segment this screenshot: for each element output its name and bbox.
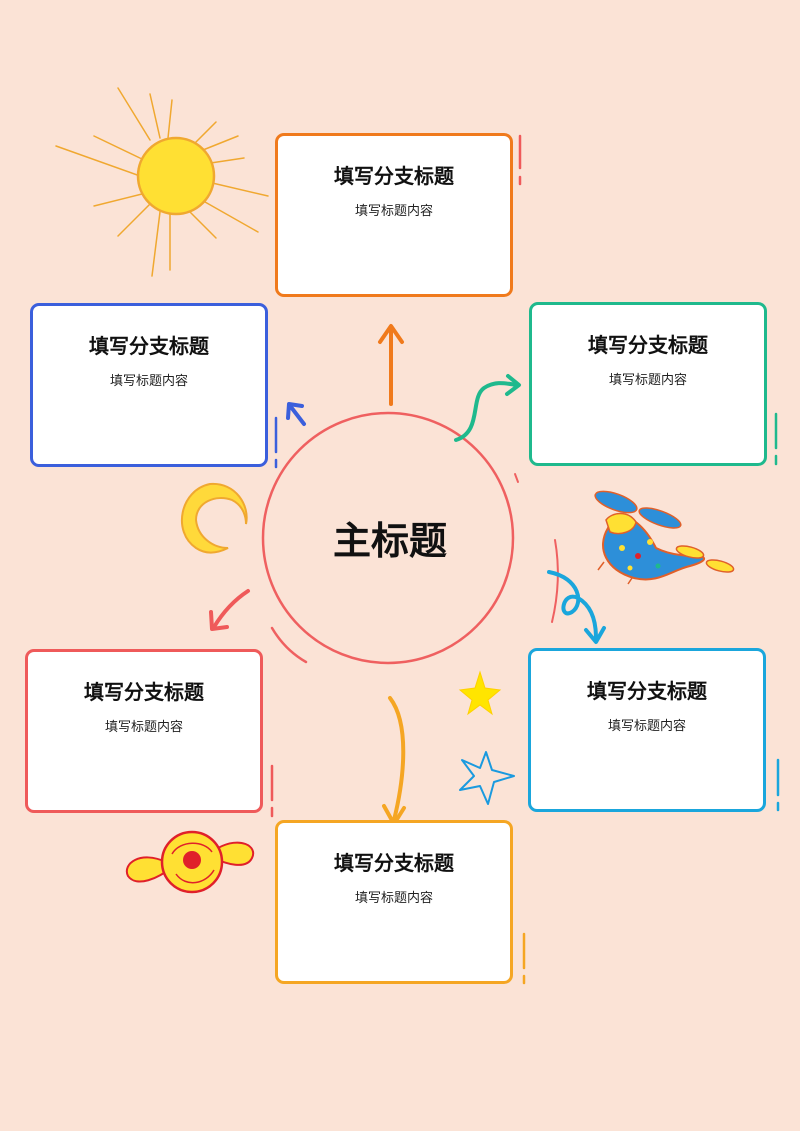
moon-icon <box>181 482 248 554</box>
branch-title: 填写分支标题 <box>89 334 209 358</box>
branch-content: 填写标题内容 <box>104 720 183 735</box>
branch-content: 填写标题内容 <box>607 719 686 734</box>
helicopter-icon <box>594 490 735 585</box>
arrow-to-upper-right <box>454 374 521 442</box>
arrow-to-lower-right <box>547 570 606 644</box>
arrow-to-bottom <box>382 696 406 826</box>
star-icon <box>458 670 502 716</box>
branch-card-lower-right: 填写分支标题 填写标题内容 <box>528 648 766 812</box>
card-accent-dashes <box>270 134 780 985</box>
sparkle-star-icon <box>459 751 515 805</box>
center-circle-accent-dash <box>514 473 519 483</box>
branch-content: 填写标题内容 <box>608 373 687 388</box>
sun-icon <box>55 87 269 277</box>
branch-content: 填写标题内容 <box>354 204 433 219</box>
flower-icon <box>125 830 255 894</box>
center-circle-accent-arc <box>270 626 308 664</box>
branch-content: 填写标题内容 <box>354 891 433 906</box>
branch-title: 填写分支标题 <box>588 333 708 357</box>
center-circle <box>261 411 515 665</box>
center-circle-accent-arc-right <box>551 539 559 623</box>
arrow-to-lower-left <box>209 589 250 631</box>
branch-title: 填写分支标题 <box>334 164 454 188</box>
main-title: 主标题 <box>332 519 447 563</box>
branch-title: 填写分支标题 <box>587 679 707 703</box>
branch-card-lower-left: 填写分支标题 填写标题内容 <box>25 649 263 813</box>
branch-title: 填写分支标题 <box>84 680 204 704</box>
branch-card-upper-right: 填写分支标题 填写标题内容 <box>529 302 767 466</box>
branch-card-top: 填写分支标题 填写标题内容 <box>275 133 513 297</box>
arrow-to-upper-left <box>286 402 306 426</box>
arrow-to-top <box>378 324 404 406</box>
branch-card-bottom: 填写分支标题 填写标题内容 <box>275 820 513 984</box>
branch-content: 填写标题内容 <box>109 374 188 389</box>
branch-card-upper-left: 填写分支标题 填写标题内容 <box>30 303 268 467</box>
branch-title: 填写分支标题 <box>334 851 454 875</box>
